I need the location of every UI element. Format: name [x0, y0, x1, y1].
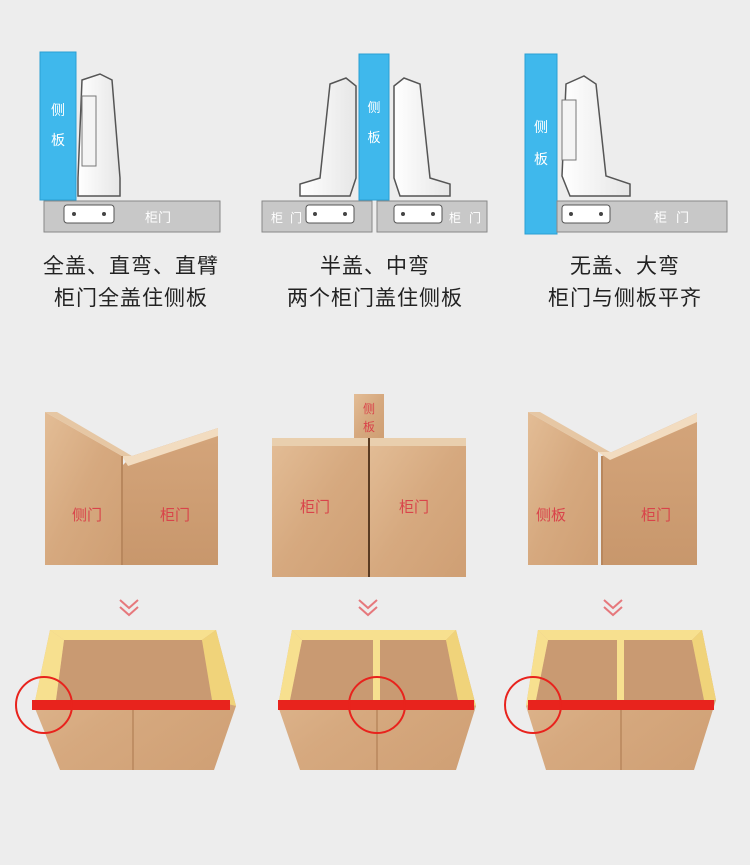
caption-line-2: 两个柜门盖住侧板 [287, 286, 463, 310]
side-panel-letter-2: 板 [51, 133, 65, 149]
side-panel-bar [39, 51, 77, 201]
door-letter-1: 柜 [654, 211, 667, 226]
left-door-label: 侧门 [72, 506, 102, 524]
door-line [278, 700, 474, 710]
right-door-label: 柜门 [160, 506, 190, 524]
caption-inset: 无盖、大弯 柜门与侧板平齐 [500, 250, 750, 314]
door-bar-label: 柜门 [145, 211, 171, 226]
cabinet-box-half-overlay [278, 630, 476, 770]
caption-line-1: 全盖、直弯、直臂 [43, 254, 219, 278]
right-door-label: 柜门 [641, 506, 671, 524]
side-panel-letter-2: 板 [534, 152, 548, 168]
side-panel-letter-2: 板 [363, 420, 375, 434]
door-letter-2: 门 [676, 211, 689, 226]
hinge-arm [561, 75, 631, 197]
cabinet-box-inset [504, 630, 716, 770]
hinge-cup [63, 204, 115, 224]
side-panel-letter-1: 侧 [363, 402, 375, 416]
caption-line-1: 半盖、中弯 [320, 254, 430, 278]
left-wood-door [45, 412, 122, 565]
right-door-letter-1: 柜 [449, 211, 461, 225]
left-door-letter-2: 门 [290, 210, 302, 225]
hinge-diagram-half-overlay: 侧 板 柜 门 柜 门 [261, 53, 488, 233]
left-panel-label: 侧板 [536, 506, 566, 524]
highlight-circle [504, 676, 562, 734]
side-panel-bar [524, 53, 558, 235]
left-hinge [299, 77, 357, 197]
door-line [528, 700, 714, 710]
left-wood-door [272, 438, 368, 577]
side-panel-letter-1: 侧 [51, 103, 65, 119]
caption-line-2: 柜门全盖住侧板 [54, 286, 208, 310]
door-line [32, 700, 230, 710]
left-wood-panel [528, 412, 598, 565]
wood-doors-half-overlay: 侧 板 柜门 柜门 [272, 394, 466, 577]
highlight-circle [348, 676, 406, 734]
caption-line-2: 柜门与侧板平齐 [548, 286, 702, 310]
wood-doors-full-overlay: 侧门 柜门 [45, 412, 218, 565]
right-door-letter-2: 门 [469, 210, 481, 225]
chevron-down-icon [119, 599, 139, 617]
chevron-down-icon [603, 599, 623, 617]
right-wood-door [370, 438, 466, 577]
cabinet-box-full-overlay [15, 630, 236, 770]
caption-half-overlay: 半盖、中弯 两个柜门盖住侧板 [250, 250, 500, 314]
middle-partition [373, 636, 380, 702]
left-door-letter-1: 柜 [271, 211, 283, 225]
side-panel-top [354, 394, 384, 438]
chevron-down-icon [358, 599, 378, 617]
caption-full-overlay: 全盖、直弯、直臂 柜门全盖住侧板 [6, 250, 256, 314]
side-panel-letter-1: 侧 [534, 120, 548, 136]
hinge-diagram-full-overlay: 侧 板 柜门 [39, 51, 221, 233]
side-panel-letter-2: 板 [367, 131, 380, 146]
side-panel-bar [358, 53, 390, 201]
right-hinge [393, 77, 451, 197]
wood-doors-inset: 侧板 柜门 [528, 412, 697, 565]
left-door-label: 柜门 [300, 498, 330, 516]
right-door-label: 柜门 [399, 498, 429, 516]
hinge-plate [81, 95, 97, 167]
right-wood-door [122, 428, 218, 565]
down-chevrons [119, 599, 623, 617]
side-panel-letter-1: 侧 [367, 101, 380, 116]
middle-partition [617, 636, 624, 702]
hinge-diagram-inset: 侧 板 柜 门 [524, 53, 728, 235]
caption-line-1: 无盖、大弯 [570, 254, 680, 278]
highlight-circle [15, 676, 73, 734]
